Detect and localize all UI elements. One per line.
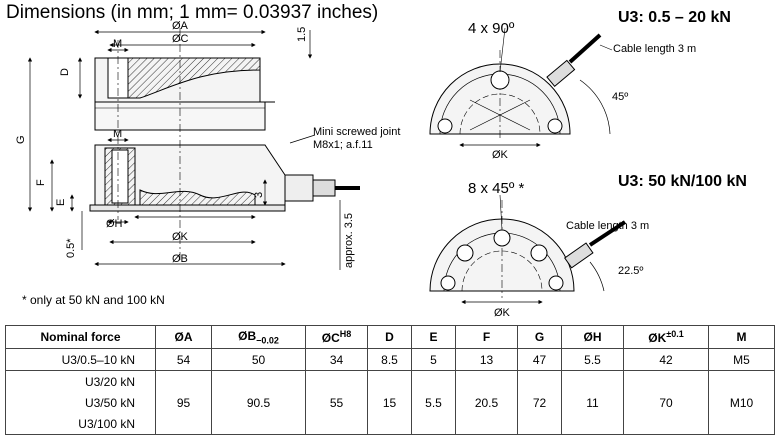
value-cell: 42 [623,348,709,371]
value-cell: 5.5 [561,348,624,371]
top-view-large [429,194,627,305]
value-cell: 34 [305,348,368,371]
header-k: ØK±0.1 [623,325,709,349]
header-b: ØB−0.02 [211,325,306,349]
table-header-row: Nominal force ØA ØB−0.02 ØCH8 D E F G ØH… [5,325,775,349]
value-cell: 55 [305,370,368,435]
value-cell: 15 [367,370,412,435]
top-view-small-labels: 4 x 90º Cable length 3 m 45º ØK [468,20,696,161]
value-cell: 13 [455,348,518,371]
label-dim-05: 0.5* [65,238,77,258]
small-cable-label: Cable length 3 m [613,43,696,55]
dimensions-table: Nominal force ØA ØB−0.02 ØCH8 D E F G ØH… [5,325,775,435]
value-cell: 70 [623,370,709,435]
label-dim-h: ØH [106,218,123,230]
value-cell: 50 [211,348,306,371]
header-f: F [455,325,518,349]
table-row: U3/100 kN [5,413,775,435]
label-dim-g: G [15,135,27,144]
small-angle-label: 45º [612,91,628,103]
table-row: U3/50 kN [5,392,775,413]
technical-drawing: ØA ØC M M D G F E 0.5* ØH ØK ØB 1.5 3 ap… [15,9,747,319]
model-cell: U3/50 kN [5,392,156,413]
label-dim-m-bottom: M [113,128,122,140]
header-d: D [367,325,412,349]
dimension-lines [27,29,341,270]
value-cell: 90.5 [211,370,306,435]
large-holes-label: 8 x 45º * [468,180,525,197]
value-cell: M5 [708,348,775,371]
label-dim-3: 3 [253,192,265,198]
label-dim-b: ØB [172,253,188,265]
header-e: E [411,325,456,349]
value-cell: 54 [155,348,212,371]
label-dim-c: ØC [172,33,189,45]
value-cell: 72 [517,370,562,435]
model-cell: U3/20 kN [5,370,156,392]
value-cell: M10 [708,370,775,435]
page-title: Dimensions (in mm; 1 mm= 0.03937 inches) [6,2,379,23]
model-cell: U3/100 kN [5,413,156,435]
label-dim-e: E [55,199,67,206]
label-joint-1: Mini screwed joint [313,126,400,138]
footnote: * only at 50 kN and 100 kN [22,293,165,307]
header-c: ØCH8 [305,325,368,349]
label-dim-15: 1.5 [296,27,308,42]
label-approx: approx. 3.5 [343,213,355,268]
large-dia-label: ØK [494,307,511,319]
top-view-small [429,27,613,148]
label-dim-d: D [59,68,71,76]
value-cell: 5.5 [411,370,456,435]
label-dim-k: ØK [172,231,189,243]
label-joint-2: M8x1; a.f.11 [313,139,373,151]
value-cell: 5 [411,348,456,371]
top-view-large-labels: 8 x 45º * Cable length 3 m 22.5º ØK [468,180,649,319]
header-m: M [708,325,775,349]
header-h: ØH [561,325,624,349]
value-cell: 20.5 [455,370,518,435]
value-cell: 95 [155,370,212,435]
value-cell: 8.5 [367,348,412,371]
large-angle-label: 22.5º [618,265,643,277]
header-a: ØA [155,325,212,349]
small-heading: U3: 0.5 – 20 kN [618,9,731,26]
table-row: U3/20 kN 95 90.5 55 15 5.5 20.5 72 11 70… [5,370,775,435]
header-g: G [517,325,562,349]
dimension-labels: ØA ØC M M D G F E 0.5* ØH ØK ØB 1.5 3 ap… [15,20,400,268]
small-holes-label: 4 x 90º [468,20,515,37]
table-row: U3/0.5–10 kN 54 50 34 8.5 5 13 47 5.5 42… [5,348,775,371]
header-nominal-force: Nominal force [5,325,156,349]
model-cell: U3/0.5–10 kN [5,348,156,371]
label-dim-m-top: M [113,38,122,50]
side-view [89,28,360,260]
label-dim-f: F [35,179,47,186]
small-dia-label: ØK [492,149,509,161]
value-cell: 11 [561,370,624,435]
large-heading: U3: 50 kN/100 kN [618,173,747,190]
label-dim-a: ØA [172,20,189,32]
large-cable-label: Cable length 3 m [566,220,649,232]
value-cell: 47 [517,348,562,371]
